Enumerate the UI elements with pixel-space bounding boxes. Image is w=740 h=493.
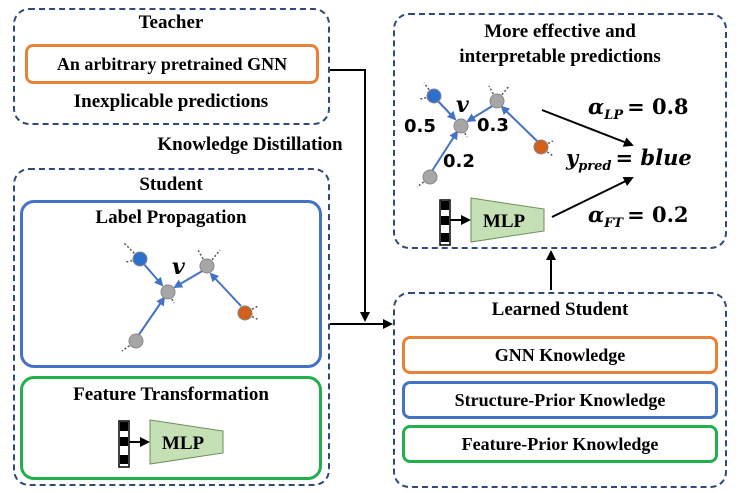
alpha-ft-expression: αFT= 0.2 bbox=[588, 202, 689, 231]
y-pred-symbol: y bbox=[565, 145, 580, 170]
structure-prior-pill: Structure-Prior Knowledge bbox=[402, 381, 718, 419]
effective-title-line1: More effective and bbox=[484, 21, 636, 42]
alpha-ft-subscript: FT bbox=[603, 216, 624, 231]
effective-box bbox=[393, 13, 727, 249]
effective-node-bottom bbox=[422, 169, 438, 185]
alpha-ft-symbol: α bbox=[588, 202, 604, 227]
effective-title-line2: interpretable predictions bbox=[459, 46, 661, 67]
feature-transformation-box bbox=[20, 376, 322, 480]
feature-prior-label: Feature-Prior Knowledge bbox=[461, 433, 659, 454]
student-mlp: MLP bbox=[118, 419, 224, 468]
gnn-pill-label: An arbitrary pretrained GNN bbox=[56, 53, 288, 74]
feature-prior-pill: Feature-Prior Knowledge bbox=[402, 425, 718, 463]
y-pred-value: = blue bbox=[616, 145, 692, 170]
teacher-box bbox=[13, 8, 330, 125]
structure-prior-label: Structure-Prior Knowledge bbox=[454, 389, 666, 410]
effective-node-center bbox=[453, 118, 469, 134]
effective-node-orange bbox=[533, 139, 549, 155]
student-node-v-label: v bbox=[172, 254, 185, 280]
alpha-lp-symbol: α bbox=[588, 94, 604, 119]
alpha-ft-value: = 0.2 bbox=[627, 202, 688, 227]
effective-mlp-label: MLP bbox=[483, 211, 526, 232]
learned-student-box bbox=[393, 292, 727, 488]
effective-node-v-label: v bbox=[456, 92, 469, 118]
student-node-center bbox=[160, 284, 176, 300]
lp-to-ypred-arrow bbox=[541, 109, 634, 147]
y-pred-subscript: pred bbox=[578, 159, 611, 174]
alpha-lp-expression: αLP= 0.8 bbox=[588, 94, 689, 123]
ft-to-ypred-arrow bbox=[551, 177, 634, 218]
student-mlp-label: MLP bbox=[162, 433, 205, 454]
y-pred-expression: ypred = blue bbox=[565, 145, 692, 174]
effective-graph: v 0.5 0.3 0.2 bbox=[404, 82, 554, 188]
effective-weight-b: 0.3 bbox=[477, 115, 509, 136]
gnn-knowledge-pill: GNN Knowledge bbox=[402, 336, 718, 374]
teacher-predictions: Inexplicable predictions bbox=[73, 91, 269, 112]
effective-mlp-shape bbox=[470, 197, 545, 243]
label-propagation-box bbox=[20, 200, 322, 368]
teacher-to-learned-connector bbox=[330, 69, 366, 317]
student-mlp-shape bbox=[149, 419, 224, 465]
student-graph: v bbox=[121, 242, 260, 352]
merge-arrowhead bbox=[360, 312, 370, 322]
alpha-lp-subscript: LP bbox=[603, 108, 624, 123]
distillation-label: Knowledge Distillation bbox=[157, 134, 343, 155]
feature-transformation-title: Feature Transformation bbox=[73, 384, 269, 405]
learned-student-title: Learned Student bbox=[491, 299, 629, 320]
student-title: Student bbox=[139, 174, 203, 195]
gnn-knowledge-label: GNN Knowledge bbox=[494, 344, 626, 365]
student-node-orange bbox=[237, 305, 253, 321]
effective-weight-c: 0.2 bbox=[443, 151, 475, 172]
student-node-top bbox=[199, 258, 215, 274]
label-propagation-title: Label Propagation bbox=[95, 207, 247, 228]
effective-weight-a: 0.5 bbox=[404, 116, 436, 137]
effective-node-top bbox=[489, 93, 505, 109]
teacher-title: Teacher bbox=[138, 12, 204, 33]
effective-node-blue bbox=[426, 88, 442, 104]
student-node-bottom bbox=[128, 333, 144, 349]
gnn-pill: An arbitrary pretrained GNN bbox=[25, 44, 319, 84]
effective-mlp: MLP bbox=[439, 197, 545, 246]
alpha-lp-value: = 0.8 bbox=[627, 94, 688, 119]
student-node-blue bbox=[132, 251, 148, 267]
student-box bbox=[13, 168, 330, 486]
